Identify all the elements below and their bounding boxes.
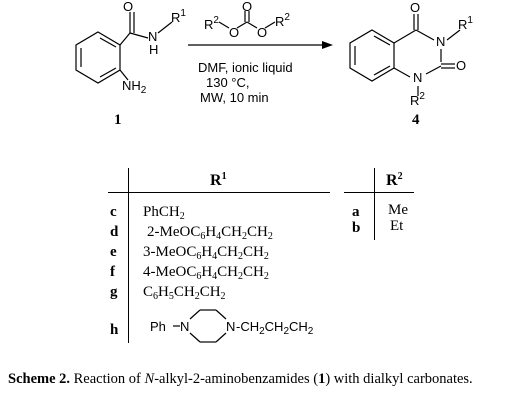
reactant-benzene-ring [75,31,121,84]
r2-table-header: R2 [386,171,403,190]
product-n1-label: N [413,70,423,85]
r1-row-value: 2-MeOC6H4CH2CH2 [147,224,273,242]
r1-row-id: h [110,322,119,338]
r1-row-value: C6H5CH2CH2 [143,284,226,302]
r1-row-id: g [110,284,118,300]
figure-caption: Scheme 2. Reaction of N-alkyl-2-aminoben… [8,371,473,387]
r1-table-header: R1 [210,171,227,190]
product-compound-number: 4 [412,112,420,128]
carbonate-r2-right: R2 [275,12,290,30]
carbonate-bonds [218,11,276,29]
caption-label: Scheme 2. [8,371,71,387]
piperazine-n1: N [180,319,190,334]
reactant-amide-hydrogen: H [149,42,159,57]
reactant-r1-label: R1 [171,8,186,26]
carbonate-oxygen-left: O [229,25,240,40]
carbonate-oxygen-top: O [242,0,253,14]
r1-row-value: 3-MeOC6H4CH2CH2 [143,244,269,262]
product-structure-bonds [349,14,461,96]
product-r1-label: R1 [458,15,473,33]
r2-row-id: b [352,220,361,236]
product-c2-oxygen: O [456,58,467,73]
carbonate-oxygen-right: O [257,25,268,40]
piperazine-n4: N [226,319,236,334]
r2-row-id: a [352,204,360,220]
condition-temperature: 130 °C, [206,75,250,90]
product-r2-label: R2 [410,91,425,109]
reactant-compound-number: 1 [114,112,122,128]
piperazine-chain: -CH2CH2CH2 [236,319,314,337]
reactant-carbonyl-oxygen: O [123,0,134,14]
reaction-arrow [188,41,333,49]
reaction-scheme [75,11,461,96]
carbonate-r2-left: R2 [204,15,219,33]
r1-table-header-rule [108,192,330,194]
reactant-amine-label: NH2 [122,78,147,96]
product-c4-oxygen: O [410,0,421,15]
reaction-conditions: DMF, ionic liquid 130 °C, MW, 10 min [198,60,293,105]
r1-row-id: c [110,204,117,220]
r2-table-vertical-rule [374,168,376,240]
r1-row-id: f [110,264,115,280]
r2-table-header-rule [344,192,414,194]
r1-row-id: e [110,244,117,260]
r1-row-id: d [110,224,119,240]
r2-row-value: Me [388,202,408,218]
condition-microwave: MW, 10 min [200,90,269,105]
r1-row-value: 4-MeOC6H4CH2CH2 [143,264,269,282]
r1-table-vertical-rule [128,168,130,343]
product-benzene-ring [349,29,395,82]
r1-row-value: PhCH2 [143,204,185,222]
piperazine-phenyl: Ph [150,319,166,334]
r2-row-value: Et [390,218,404,234]
reactant-amide-nitrogen: N [148,29,158,44]
product-n3-label: N [436,34,446,49]
condition-solvent: DMF, ionic liquid [198,60,293,75]
reactant-structure-bonds [75,12,173,84]
